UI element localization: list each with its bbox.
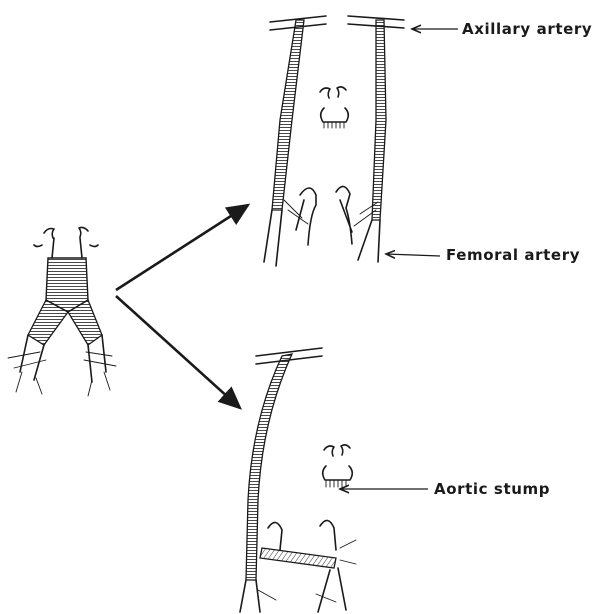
femoral-artery-label: Femoral artery — [446, 246, 580, 264]
axillo-bifemoral-figure — [264, 16, 404, 266]
axillo-femoral-figure — [240, 348, 356, 612]
arrow-to-lower — [116, 296, 240, 408]
axillary-artery-label: Axillary artery — [462, 20, 592, 38]
aortic-stump-label: Aortic stump — [434, 480, 550, 498]
femoral-pointer — [386, 254, 440, 256]
arrow-to-upper — [116, 205, 248, 290]
aortic-graft-figure — [8, 227, 116, 396]
